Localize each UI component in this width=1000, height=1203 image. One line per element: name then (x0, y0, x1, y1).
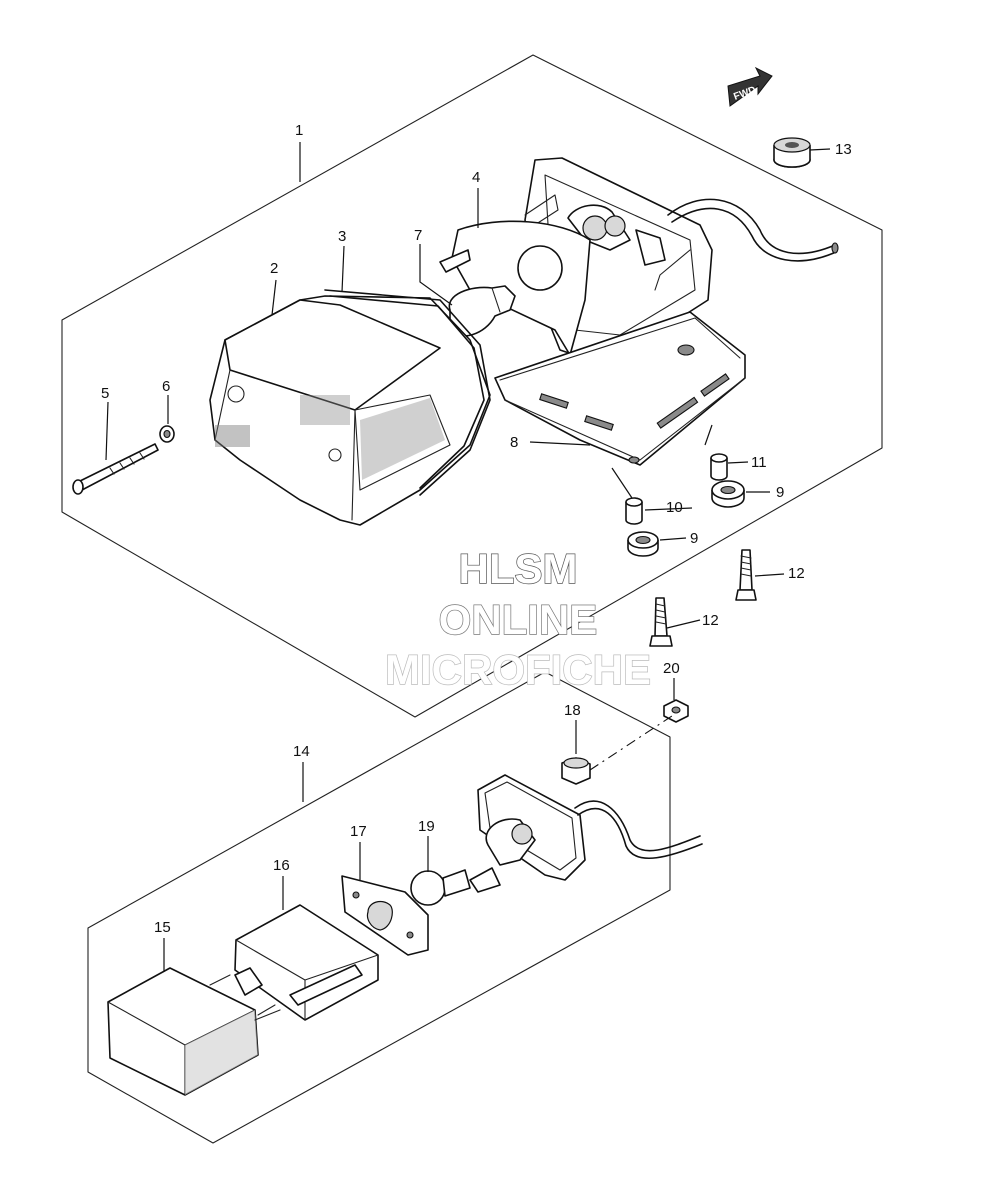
bracket-8 (494, 311, 746, 466)
reflector-plate-4 (439, 220, 591, 356)
callout-2: 2 (270, 260, 278, 277)
assembly-frame-1 (61, 54, 883, 718)
watermark-line-3: MICROFICHE (385, 646, 651, 693)
callout-3: 3 (338, 228, 346, 245)
fwd-arrow-icon: FWD (727, 66, 773, 107)
lens-2 (209, 295, 491, 526)
holder-16 (234, 904, 379, 1021)
license-lamp-housing (469, 774, 703, 893)
callout-10: 10 (666, 499, 683, 516)
callout-5: 5 (101, 385, 109, 402)
callout-11: 11 (751, 454, 767, 471)
callout-1: 1 (295, 122, 303, 139)
callout-9b: 9 (776, 484, 784, 501)
cushion-9a (627, 531, 659, 557)
callout-13: 13 (835, 141, 852, 158)
spacer-10 (625, 497, 643, 525)
assembly-frame-14 (87, 671, 671, 1144)
callout-numbers: 1 2 3 4 5 6 7 8 9 9 10 11 12 12 13 14 15… (101, 122, 852, 936)
callout-12a: 12 (788, 565, 805, 582)
callout-16: 16 (273, 857, 290, 874)
nut-20 (663, 699, 689, 723)
grommet-13 (773, 137, 811, 168)
lens-15 (107, 967, 281, 1096)
rubber-18 (561, 757, 591, 785)
callout-4: 4 (472, 169, 480, 186)
bolt-12b (649, 597, 673, 647)
callout-7: 7 (414, 227, 422, 244)
watermark: HLSM ONLINE MICROFICHE (384, 544, 651, 693)
washer-6 (159, 425, 175, 443)
callout-6: 6 (162, 378, 170, 395)
callout-20: 20 (663, 660, 680, 677)
callout-18: 18 (564, 702, 581, 719)
callout-12b: 12 (702, 612, 719, 629)
bolt-12a (735, 549, 757, 601)
screw-5 (72, 443, 159, 495)
callout-9a: 9 (690, 530, 698, 547)
gasket-3 (324, 289, 491, 496)
gasket-17 (341, 875, 429, 956)
spacer-11 (710, 453, 728, 481)
watermark-line-2: ONLINE (439, 596, 598, 643)
cushion-9b (711, 480, 745, 508)
callout-14: 14 (293, 743, 310, 760)
callout-8: 8 (510, 434, 518, 451)
callout-17: 17 (350, 823, 367, 840)
callout-15: 15 (154, 919, 171, 936)
watermark-line-1: HLSM (459, 545, 578, 592)
callout-19: 19 (418, 818, 435, 835)
alignment-line (589, 715, 673, 771)
leader-lines (105, 142, 831, 972)
bulb-19 (410, 869, 471, 906)
